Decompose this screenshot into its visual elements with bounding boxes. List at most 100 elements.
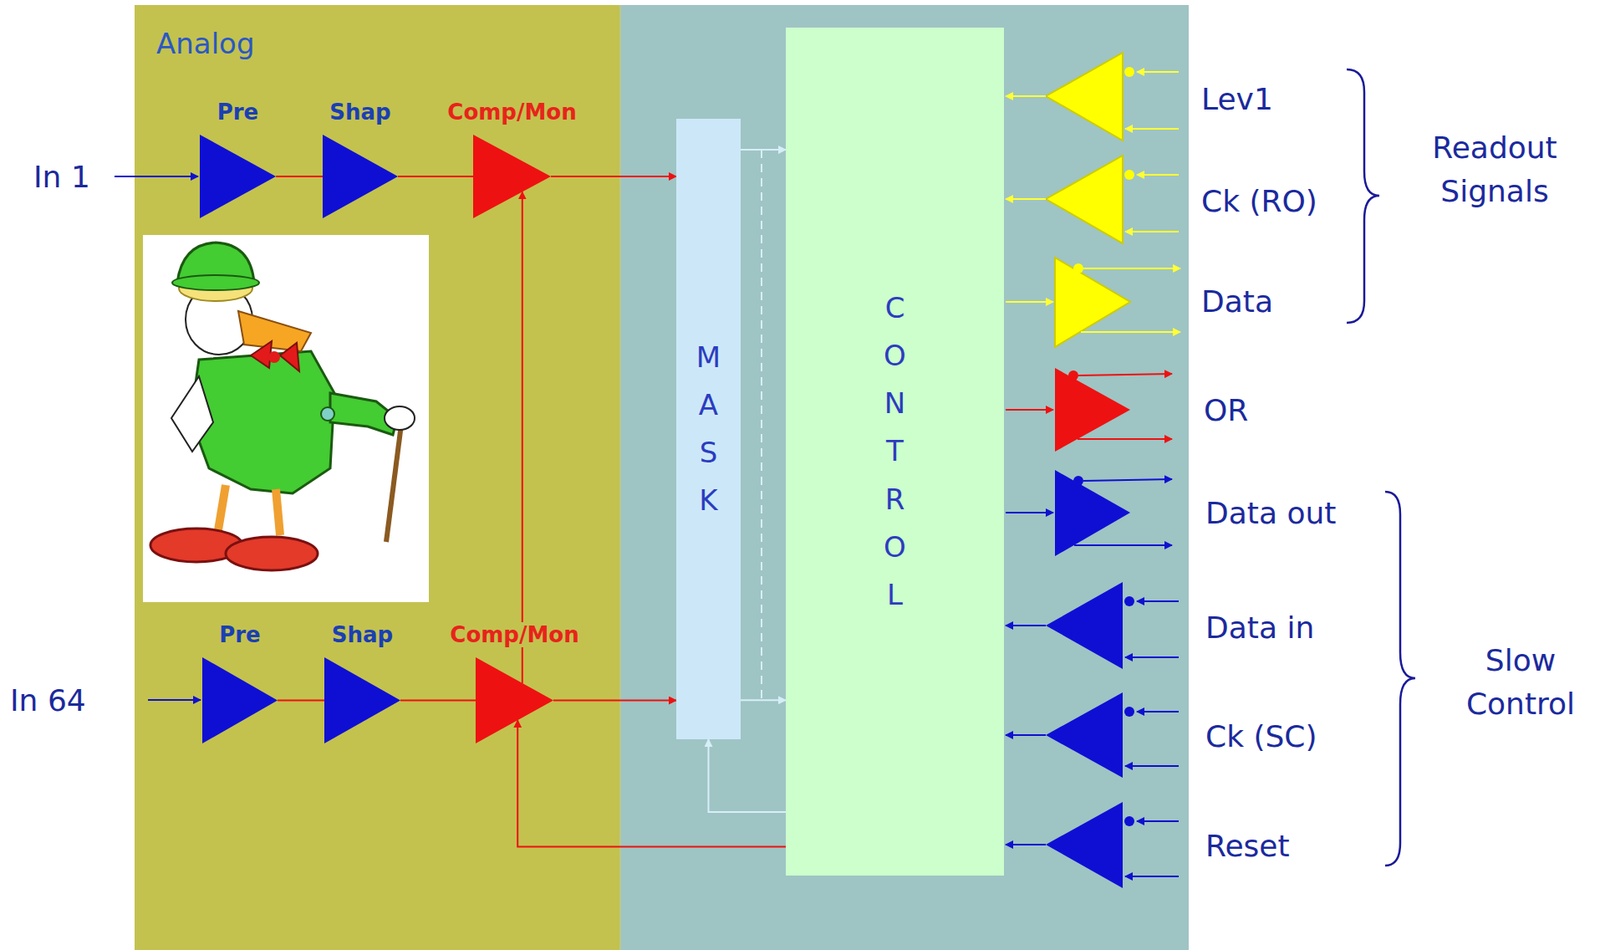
duck-illustration-part (384, 406, 415, 430)
buffer-symbol-part (1124, 169, 1135, 180)
control-block: CONTROL (785, 27, 1004, 876)
amplifier-triangle-fill (322, 134, 398, 219)
group-label: Slow Control (1449, 638, 1592, 726)
duck-illustration-part (268, 351, 281, 363)
buffer-symbol-part (1054, 257, 1131, 347)
signal-name: Data out (1205, 495, 1336, 530)
buffer-symbol-part (1125, 230, 1179, 233)
buffer-symbol-part (1077, 438, 1172, 440)
buffer-symbol-part (1080, 331, 1181, 333)
region-background-part (134, 5, 621, 950)
amplifier-triangle-shape (199, 134, 276, 219)
region-background (134, 5, 1189, 950)
duck-illustration-part (217, 484, 281, 536)
stage-label: Comp/Mon (443, 99, 580, 125)
buffer-symbol-part (1005, 198, 1046, 200)
shaper-triangle: Shap (322, 134, 398, 219)
buffer-symbol-part (1125, 764, 1179, 767)
buffer-symbol-part (1005, 733, 1046, 736)
buffer-symbol-part (1068, 370, 1079, 381)
buffer-symbol-part (1083, 267, 1181, 270)
buffer-symbol-part (1045, 155, 1123, 244)
duck-illustration-part (225, 536, 318, 571)
block-label: CONTROL (881, 284, 910, 619)
preamp-triangle: Pre (202, 657, 278, 744)
mask-dashed-bus-part (760, 149, 763, 700)
stage-label: Pre (215, 621, 265, 648)
stage-label: Shap (326, 99, 394, 125)
buffer-symbol-part (1136, 71, 1179, 73)
group-label: Readout Signals (1421, 126, 1569, 214)
duck-illustration-part (172, 275, 260, 291)
signal-name: In 64 (10, 682, 87, 718)
buffer-symbol-part (1005, 95, 1046, 97)
input-arrow-part (147, 698, 201, 701)
duck-illustration-part (238, 310, 311, 352)
buffer-symbol-part (1124, 66, 1135, 77)
analog-region: PreShapComp/MonPreShapComp/MonAnalog (134, 5, 621, 950)
mask-link (740, 698, 786, 701)
amplifier-triangle-shape (324, 657, 401, 744)
amplifier-triangle-fill (475, 657, 554, 744)
amplifier-triangle-fill (199, 134, 276, 219)
stage-label: Shap (328, 621, 397, 648)
amplifier-triangle-shape (322, 134, 398, 219)
buffer-symbol-part (1045, 581, 1123, 669)
signal-name: Lev1 (1201, 81, 1274, 117)
input-arrow-part (114, 175, 199, 178)
buffer-symbol (1005, 52, 1181, 888)
buffer-symbol-part (1005, 408, 1054, 411)
signal-name: In 1 (33, 159, 91, 194)
signal-wire (400, 699, 476, 702)
signal-wire (275, 175, 323, 178)
mask-block: MASK (676, 118, 741, 739)
amplifier-triangle-fill (202, 657, 278, 744)
mask-dashed-bus (761, 149, 763, 700)
buffer-symbol-part (1078, 373, 1172, 376)
signal-wire (553, 699, 677, 702)
curly-bracket (1346, 69, 1416, 866)
duck-illustration-part (250, 341, 300, 372)
duck-illustration-part (321, 407, 335, 421)
signal-name: Reset (1205, 828, 1290, 863)
buffer-symbol-part (1045, 52, 1123, 141)
buffer-symbol-part (1005, 843, 1046, 846)
shaper-triangle: Shap (324, 657, 401, 744)
stage-label: Comp/Mon (446, 621, 582, 648)
stage-label: Pre (214, 99, 263, 125)
buffer-symbol-part (1125, 656, 1179, 658)
comparator-triangle: Comp/Mon (473, 134, 551, 219)
buffer-symbol-part (1005, 300, 1054, 303)
buffer-symbol-part (1074, 544, 1172, 546)
region-background-part (620, 5, 1189, 950)
buffer-symbol-part (1125, 875, 1179, 877)
buffer-symbol-part (1054, 469, 1131, 556)
mask-link (708, 738, 787, 812)
buffer-symbol-part (1045, 801, 1123, 888)
amplifier-triangle-fill (324, 657, 401, 744)
buffer-symbol-part (1083, 478, 1172, 481)
amplifier-triangle-shape (202, 657, 278, 744)
signal-wire (517, 719, 786, 846)
duck-illustration (142, 234, 429, 602)
buffer-symbol-part (1124, 706, 1135, 717)
signal-name: Ck (RO) (1201, 183, 1318, 219)
signal-name: Data (1201, 284, 1274, 319)
comparator-triangle: Comp/Mon (475, 657, 554, 744)
signal-wire (277, 699, 325, 702)
buffer-symbol-part (1073, 475, 1084, 486)
signal-wire (550, 175, 677, 178)
buffer-symbol-part (1124, 815, 1135, 826)
signal-name: Ck (SC) (1205, 718, 1318, 754)
buffer-symbol-part (1136, 600, 1179, 602)
curly-bracket-part (1346, 69, 1380, 323)
block-label: MASK (694, 333, 724, 525)
curly-bracket-part (1385, 491, 1416, 866)
signal-wire (521, 191, 524, 683)
buffer-symbol-part (1125, 127, 1179, 130)
preamp-triangle: Pre (199, 134, 276, 219)
buffer-symbol-part (1136, 820, 1179, 822)
signal-name: OR (1203, 392, 1249, 428)
